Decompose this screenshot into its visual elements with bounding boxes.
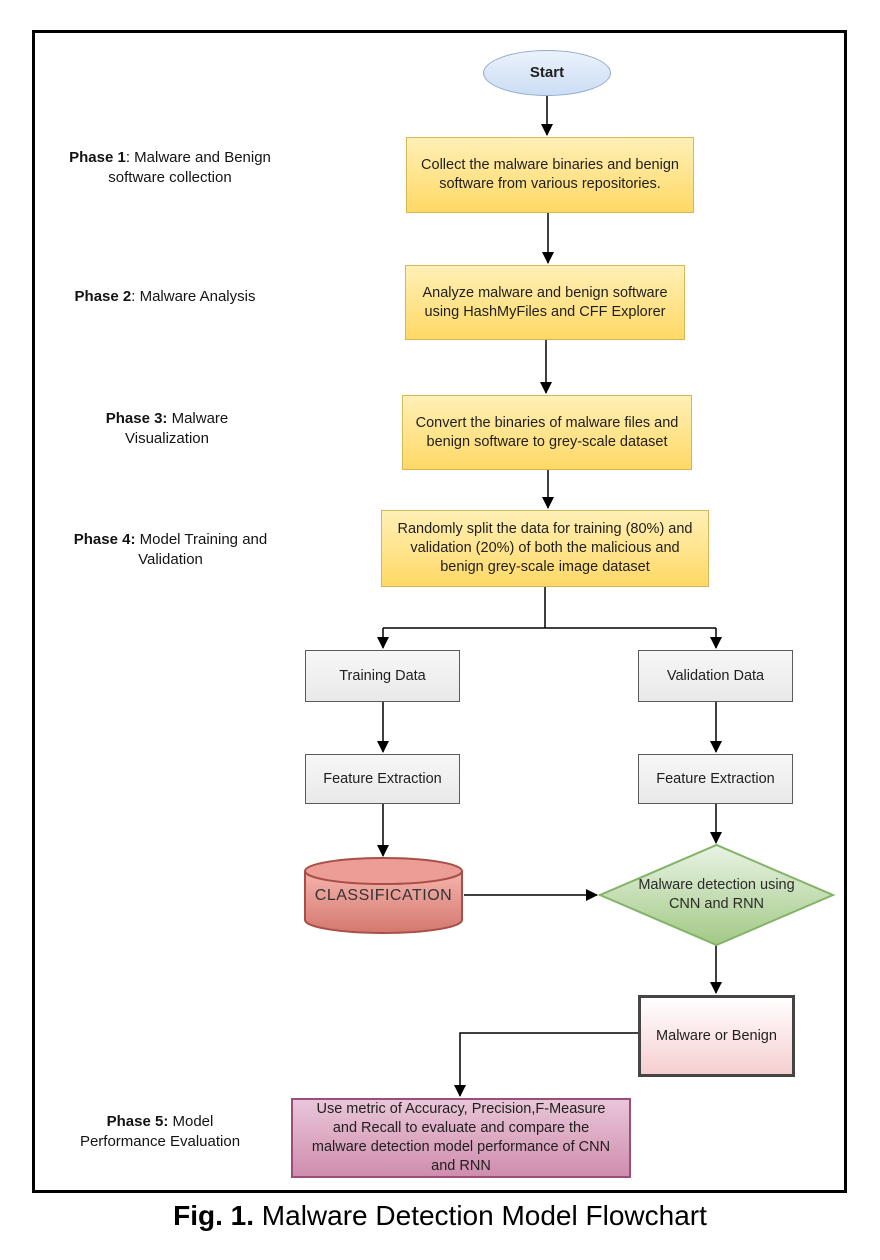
phase-4-rest: Model Training and Validation (138, 531, 268, 568)
split-process-box: Randomly split the data for training (80… (381, 510, 709, 587)
phase-5-bold: Phase 5: (106, 1113, 169, 1130)
connector-result-to-evaluate (454, 1032, 638, 1097)
feature-extraction-left-box: Feature Extraction (305, 754, 460, 804)
connectors-group (377, 96, 722, 1097)
analyze-process-box: Analyze malware and benign software usin… (405, 265, 685, 340)
detection-diamond-label: Malware detection using CNN and RNN (638, 877, 795, 912)
phase-4-label: Phase 4: Model Training and Validation (48, 530, 293, 569)
phase-1-bold: Phase 1 (69, 149, 126, 166)
feature-extraction-right-box: Feature Extraction (638, 754, 793, 804)
convert-process-box: Convert the binaries of malware files an… (402, 395, 692, 470)
figure-caption-text: Malware Detection Model Flowchart (254, 1200, 707, 1231)
classification-cylinder (304, 857, 463, 934)
evaluate-box: Use metric of Accuracy, Precision,F-Meas… (291, 1098, 631, 1178)
cylinder-top-ellipse (304, 857, 463, 885)
phase-3-label: Phase 3: Malware Visualization (77, 409, 257, 448)
phase-3-rest: Malware Visualization (125, 410, 229, 447)
figure-caption: Fig. 1. Malware Detection Model Flowchar… (0, 1200, 880, 1232)
training-data-box: Training Data (305, 650, 460, 702)
result-box: Malware or Benign (638, 995, 795, 1077)
phase-5-label: Phase 5: Model Performance Evaluation (75, 1112, 245, 1151)
phase-2-label: Phase 2: Malware Analysis (45, 287, 285, 307)
phase-4-bold: Phase 4: (73, 531, 136, 548)
phase-2-bold: Phase 2 (74, 288, 132, 305)
phase-1-rest: : Malware and Benign software collection (108, 149, 271, 186)
detection-diamond (597, 843, 836, 947)
phase-5-rest: Model Performance Evaluation (79, 1113, 241, 1150)
figure-caption-number: Fig. 1. (173, 1200, 255, 1231)
phase-3-bold: Phase 3: (105, 410, 168, 427)
phase-2-rest: : Malware Analysis (131, 288, 256, 305)
classification-label: CLASSIFICATION (314, 887, 453, 904)
phase-1-label: Phase 1: Malware and Benign software col… (55, 148, 285, 187)
collect-process-box: Collect the malware binaries and benign … (406, 137, 694, 213)
start-terminal: Start (483, 50, 611, 96)
validation-data-box: Validation Data (638, 650, 793, 702)
